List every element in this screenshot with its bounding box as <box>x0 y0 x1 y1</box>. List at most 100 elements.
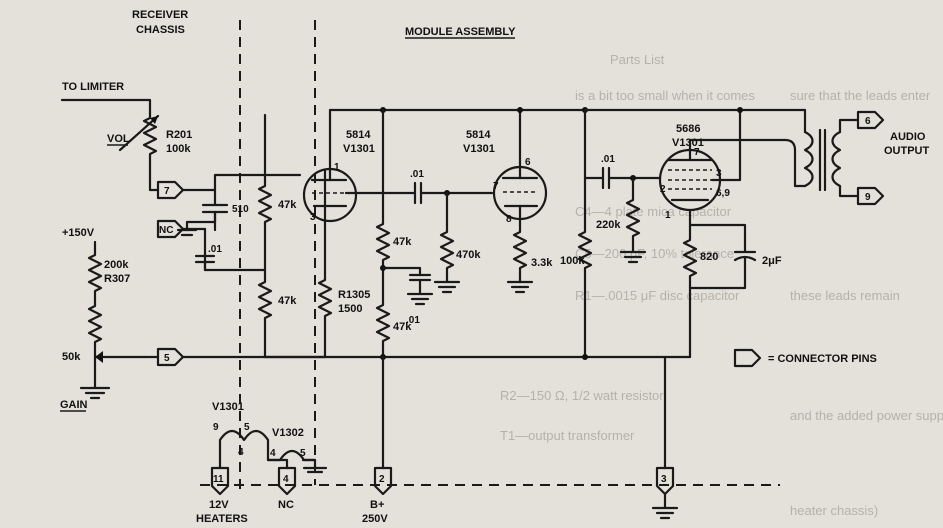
ghost-line-1: is a bit too small when it comes <box>575 88 755 103</box>
ghost-line-4: R1—.0015 μF disc capacitor <box>575 288 740 303</box>
ghost-line-7: sure that the leads enter <box>790 88 931 103</box>
r47-d <box>375 266 391 359</box>
bplus-label: B+ <box>370 499 384 511</box>
heater-n5b: 5 <box>300 448 306 459</box>
r307-resistor <box>87 240 103 302</box>
r820 <box>682 208 698 290</box>
tube3-pin1: 1 <box>665 210 671 221</box>
tube2-pin6: 6 <box>525 157 531 168</box>
r1305-label: R1305 <box>338 289 370 301</box>
r3-3k <box>512 204 528 284</box>
tube1-pin3: 3 <box>310 212 316 223</box>
tube1-pin1: 1 <box>334 162 340 173</box>
xfmr-primary-return <box>793 148 807 188</box>
heater-to-pin4 <box>266 458 289 470</box>
tube1-ref: V1301 <box>343 143 375 155</box>
pin-9-label: 9 <box>865 192 871 203</box>
tube3-plate-wire <box>688 138 787 162</box>
r220k-label: 220k <box>596 219 621 231</box>
heater-n4a: 4 <box>238 447 244 458</box>
bplus-voltage: 250V <box>362 513 388 525</box>
r47-c-label: 47k <box>393 236 412 248</box>
legend-connector-symbol <box>733 348 762 368</box>
r1305-value: 1500 <box>338 303 362 315</box>
pin-4-connector <box>277 466 297 496</box>
r47-a <box>257 178 273 242</box>
c2uf-label: 2μF <box>762 255 782 267</box>
heater-v1302-label: V1302 <box>272 427 304 439</box>
heater-v1301-label: V1301 <box>212 401 244 413</box>
ghost-line-9: and the added power supply <box>790 408 943 423</box>
c01b-label: .01 <box>406 315 420 326</box>
vol-to-pin7 <box>148 158 160 192</box>
pin-6-label: 6 <box>865 116 871 127</box>
r47-c <box>375 216 391 270</box>
c2uf-wire <box>688 223 747 254</box>
pin-3-ground <box>651 492 679 520</box>
ghost-line-2: C4—4 plate mica capacitor <box>575 204 732 219</box>
pin-3-label: 3 <box>661 474 667 485</box>
pin-2-label: 2 <box>379 474 385 485</box>
c01b-ground <box>406 278 434 306</box>
pin-4-label: 4 <box>283 474 289 485</box>
r47-a-label: 47k <box>278 199 297 211</box>
pot-50k-label: 50k <box>62 351 81 363</box>
b150-label: +150V <box>62 227 95 239</box>
ghost-line-5: R2—150 Ω, 1/2 watt resistor <box>500 388 664 403</box>
xfmr-out-bottom <box>838 184 860 198</box>
r220k <box>625 176 641 254</box>
r307-label: R307 <box>104 273 130 285</box>
c510-label: 510 <box>232 204 249 215</box>
gain-wiper-arrow <box>95 351 103 363</box>
heaters-label: HEATERS <box>196 513 248 525</box>
module-assembly-title: MODULE ASSEMBLY <box>405 26 516 38</box>
tube2-ref: V1301 <box>463 143 495 155</box>
pin-11-connector <box>210 466 230 496</box>
heater-ground <box>301 458 328 474</box>
r220k-ground <box>619 250 647 264</box>
pin-7-label: 7 <box>164 186 170 197</box>
r47-d-label: 47k <box>393 321 412 333</box>
r470k-ground <box>433 280 461 294</box>
pin-nc-label: NC <box>159 225 173 236</box>
junction-4 <box>517 107 523 113</box>
r47-b-label: 47k <box>278 295 297 307</box>
r1305-resistor <box>317 168 333 359</box>
tube2-pin8: 8 <box>506 214 512 225</box>
heater-v1301-filament <box>218 429 270 462</box>
junction-7 <box>737 107 743 113</box>
c01-left-to-divider <box>203 260 267 272</box>
r470k <box>439 191 455 284</box>
r820-label: 820 <box>700 251 718 263</box>
ghost-line-8: these leads remain <box>790 288 900 303</box>
tube3-pin2: 2 <box>660 184 666 195</box>
ghost-line-10: heater chassis) <box>790 503 878 518</box>
tube3-pin3: 3 <box>716 168 722 179</box>
tube3-pin69: 6,9 <box>716 188 730 199</box>
receiver-label: RECEIVER <box>132 9 188 21</box>
tube3-screen-wire <box>710 108 742 182</box>
r47-b <box>257 238 273 359</box>
chassis-label: CHASSIS <box>136 24 185 36</box>
tube1-type: 5814 <box>346 129 371 141</box>
ghost-line-0: Parts List <box>610 52 665 67</box>
b-plus-to-transformer <box>583 108 807 134</box>
pin-2-connector <box>373 466 393 496</box>
pin-nc-connector <box>156 219 185 239</box>
background-bleed-text: Parts List is a bit too small when it co… <box>500 52 943 518</box>
heater-n5: 5 <box>244 422 250 433</box>
r201-value: 100k <box>166 143 191 155</box>
r201-label: R201 <box>166 129 192 141</box>
r201-arrow <box>150 116 158 124</box>
tube3-type: 5686 <box>676 123 700 135</box>
pin-7-connector <box>156 180 185 200</box>
gain-ground <box>79 386 111 400</box>
r3-3k-ground <box>506 280 534 294</box>
output-label: OUTPUT <box>884 145 930 157</box>
c01c-label: .01 <box>601 154 615 165</box>
c2uf-bottom-wire <box>688 256 747 290</box>
r201-resistor <box>142 110 158 162</box>
xfmr-lead <box>783 138 797 152</box>
